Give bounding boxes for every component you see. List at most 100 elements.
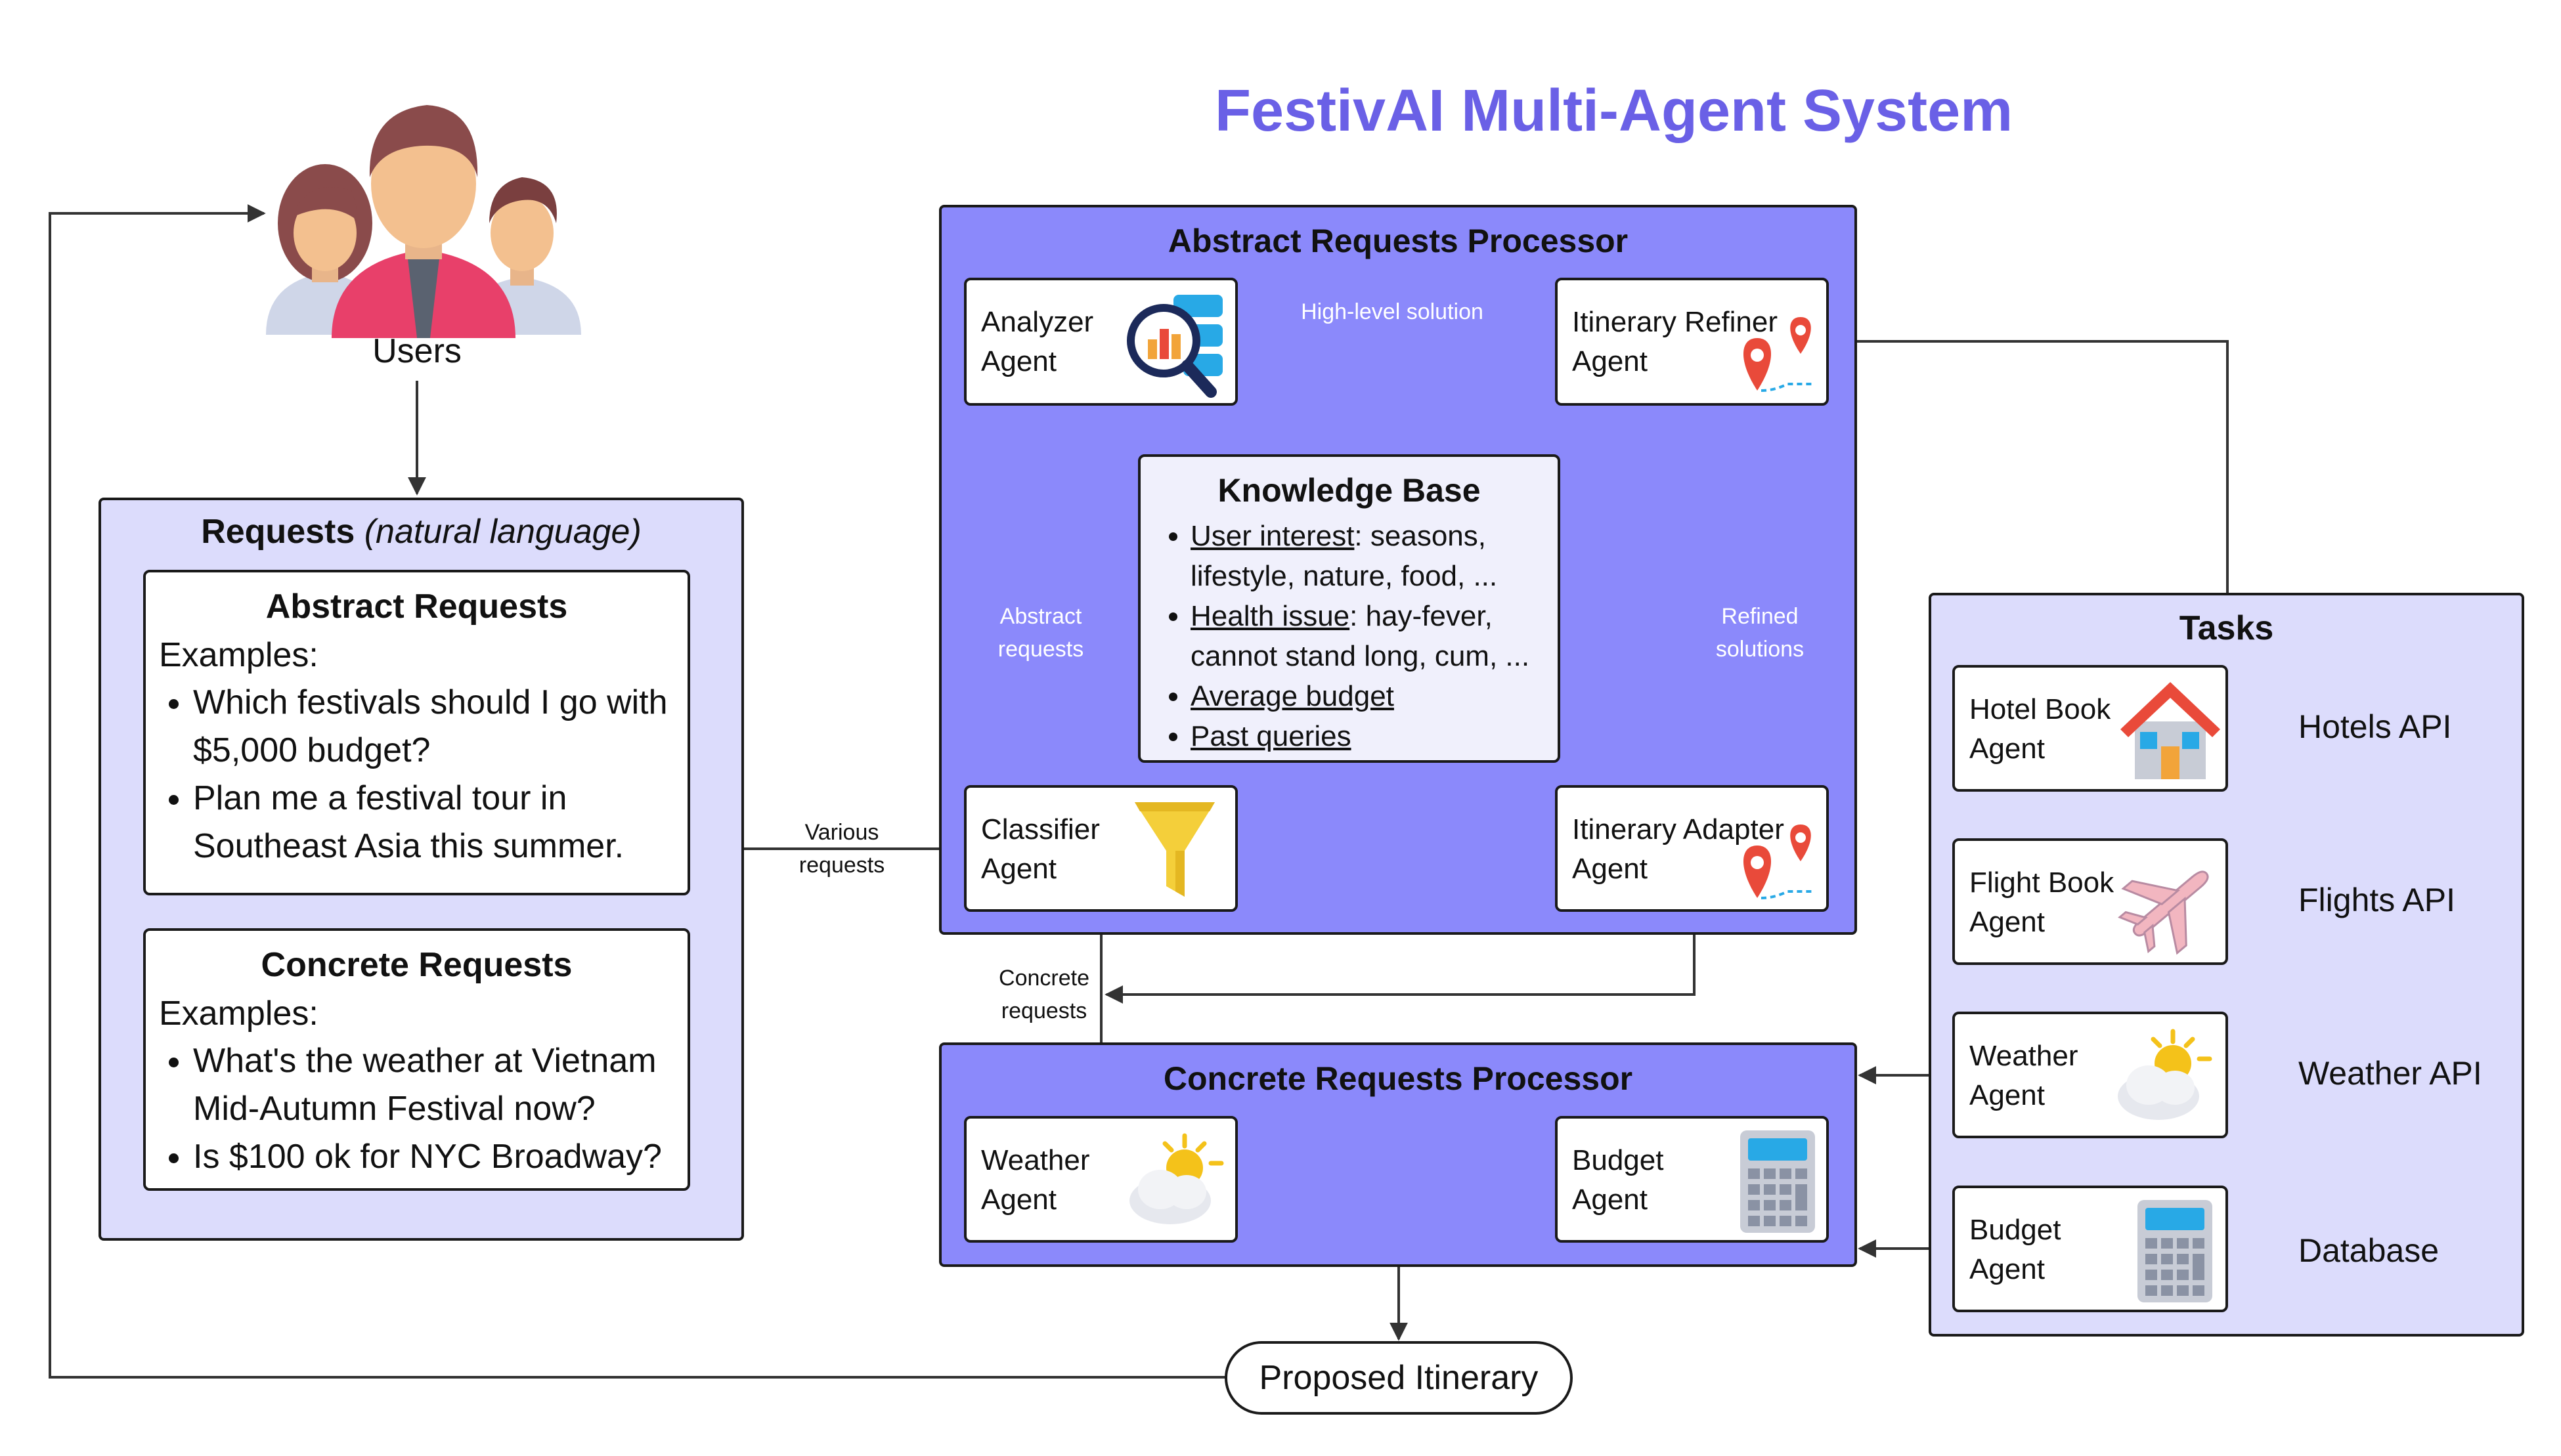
- budget-agent-line1: Budget: [1572, 1144, 1664, 1176]
- weather-agent-line2: Agent: [981, 1184, 1057, 1216]
- adapter-agent-line2: Agent: [1572, 853, 1648, 885]
- budget-task-line2: Agent: [1969, 1253, 2045, 1285]
- abstract-requests-label: Abstract requests: [975, 600, 1106, 666]
- analyzer-agent: Analyzer Agent: [964, 278, 1238, 406]
- classifier-agent-line2: Agent: [981, 853, 1057, 885]
- analyzer-agent-line1: Analyzer: [981, 306, 1094, 338]
- map-pins-icon: [1743, 824, 1814, 899]
- house-icon: [2120, 682, 2220, 779]
- refiner-agent-line1: Itinerary Refiner: [1572, 306, 1778, 338]
- abstract-requests-line1: Abstract: [999, 604, 1082, 629]
- kb-item-key: Average budget: [1191, 680, 1394, 712]
- users-label: Users: [372, 332, 462, 370]
- knowledge-base: Knowledge Base User interest: seasons, l…: [1138, 454, 1560, 763]
- concrete-requests-label: Concrete requests: [978, 962, 1110, 1027]
- budget-agent-line2: Agent: [1572, 1184, 1648, 1216]
- list-item: Average budget: [1191, 676, 1542, 716]
- weather-agent-line1: Weather: [981, 1144, 1090, 1176]
- budget-agent: Budget Agent: [1555, 1116, 1829, 1243]
- budget-task-line1: Budget: [1969, 1214, 2061, 1246]
- refined-solutions-line1: Refined: [1721, 604, 1799, 629]
- classifier-agent-line1: Classifier: [981, 813, 1100, 846]
- database-label: Database: [2298, 1232, 2440, 1269]
- kb-item-key: Past queries: [1191, 720, 1351, 752]
- kb-item-detail: : hay-fever, cannot stand long, cum, ...: [1191, 600, 1530, 672]
- tasks-title: Tasks: [2179, 609, 2274, 647]
- map-pins-icon: [1743, 317, 1814, 392]
- abstract-processor-title: Abstract Requests Processor: [1168, 223, 1629, 259]
- analyzer-agent-label: Analyzer Agent: [981, 303, 1093, 381]
- budget-agent-label: Budget Agent: [1572, 1141, 1663, 1220]
- concrete-examples-list: What's the weather at Vietnam Mid-Autumn…: [159, 1037, 674, 1181]
- abstract-requests-card: Abstract Requests Examples: Which festiv…: [143, 570, 690, 895]
- calculator-icon: [1740, 1130, 1815, 1233]
- weather-agent-task: Weather Agent: [1952, 1012, 2228, 1138]
- requests-heading-italic: (natural language): [364, 513, 642, 551]
- weather-agent: Weather Agent: [964, 1116, 1238, 1243]
- concrete-processor-title: Concrete Requests Processor: [1163, 1060, 1633, 1097]
- weather-task-label: Weather Agent: [1969, 1037, 2078, 1115]
- analyzer-agent-line2: Agent: [981, 345, 1057, 377]
- various-requests-label: Various requests: [770, 816, 914, 882]
- funnel-icon: [1135, 802, 1215, 897]
- diagram-title: FestivAI Multi-Agent System: [1215, 78, 2013, 144]
- analytics-magnifier-icon: [1127, 295, 1223, 398]
- list-item: Is $100 ok for NYC Broadway?: [193, 1133, 674, 1181]
- refiner-agent-line2: Agent: [1572, 345, 1648, 377]
- refiner-agent-label: Itinerary Refiner Agent: [1572, 303, 1778, 381]
- airplane-icon: [2118, 870, 2209, 955]
- arrow-adapter-to-concrete: [1105, 910, 1696, 1004]
- list-item: Which festivals should I go with $5,000 …: [193, 679, 674, 775]
- arrow-itinerary-to-users: [49, 204, 1225, 1379]
- classifier-agent: Classifier Agent: [964, 785, 1238, 912]
- list-item: User interest: seasons, lifestyle, natur…: [1191, 516, 1542, 596]
- hotel-agent-line1: Hotel Book: [1969, 693, 2111, 725]
- calculator-icon: [2137, 1200, 2212, 1302]
- hotel-agent-label: Hotel Book Agent: [1969, 690, 2111, 769]
- various-requests-line1: Various: [804, 820, 879, 845]
- concrete-requests-line2: requests: [1001, 998, 1087, 1023]
- abstract-examples-list: Which festivals should I go with $5,000 …: [159, 679, 674, 870]
- abstract-examples-label: Examples:: [159, 636, 318, 674]
- weather-icon: [2118, 1029, 2212, 1120]
- knowledge-base-title: Knowledge Base: [1217, 472, 1481, 509]
- kb-item-key: Health issue: [1191, 600, 1350, 632]
- refined-solutions-line2: solutions: [1715, 637, 1805, 662]
- refined-solutions-label: Refined solutions: [1694, 600, 1826, 666]
- proposed-itinerary: Proposed Itinerary: [1225, 1341, 1573, 1415]
- list-item: Past queries: [1191, 716, 1542, 756]
- adapter-agent-label: Itinerary Adapter Agent: [1572, 810, 1784, 889]
- itinerary-adapter-agent: Itinerary Adapter Agent: [1555, 785, 1829, 912]
- classifier-agent-label: Classifier Agent: [981, 810, 1100, 889]
- kb-item-key: User interest: [1191, 520, 1355, 552]
- abstract-requests-line2: requests: [997, 637, 1084, 662]
- arrow-tasks-to-refiner: [1831, 332, 2229, 594]
- list-item: Health issue: hay-fever, cannot stand lo…: [1191, 596, 1542, 676]
- weather-agent-label: Weather Agent: [981, 1141, 1090, 1220]
- weather-task-line1: Weather: [1969, 1040, 2078, 1072]
- hotel-agent-line2: Agent: [1969, 733, 2045, 765]
- concrete-requests-card: Concrete Requests Examples: What's the w…: [143, 928, 690, 1191]
- kb-item-detail: : seasons, lifestyle, nature, food, ...: [1191, 520, 1498, 592]
- flight-agent-line1: Flight Book: [1969, 867, 2114, 899]
- high-level-solution-label: High-level solution: [1301, 299, 1483, 324]
- weather-task-line2: Agent: [1969, 1079, 2045, 1111]
- hotel-book-agent: Hotel Book Agent: [1952, 665, 2228, 792]
- budget-task-label: Budget Agent: [1969, 1210, 2061, 1289]
- weather-api-label: Weather API: [2298, 1055, 2482, 1092]
- abstract-requests-title: Abstract Requests: [265, 588, 568, 626]
- flight-agent-label: Flight Book Agent: [1969, 863, 2114, 942]
- concrete-requests-line1: Concrete: [999, 966, 1089, 991]
- adapter-agent-line1: Itinerary Adapter: [1572, 813, 1784, 846]
- users-icon: [266, 105, 581, 338]
- knowledge-base-list: User interest: seasons, lifestyle, natur…: [1156, 516, 1542, 756]
- various-requests-line2: requests: [799, 853, 885, 878]
- budget-agent-task: Budget Agent: [1952, 1186, 2228, 1312]
- hotels-api-label: Hotels API: [2298, 708, 2452, 745]
- list-item: Plan me a festival tour in Southeast Asi…: [193, 775, 674, 870]
- concrete-examples-label: Examples:: [159, 995, 318, 1033]
- requests-heading-bold: Requests: [201, 513, 355, 551]
- list-item: What's the weather at Vietnam Mid-Autumn…: [193, 1037, 674, 1133]
- itinerary-refiner-agent: Itinerary Refiner Agent: [1555, 278, 1829, 406]
- concrete-requests-title: Concrete Requests: [261, 946, 573, 984]
